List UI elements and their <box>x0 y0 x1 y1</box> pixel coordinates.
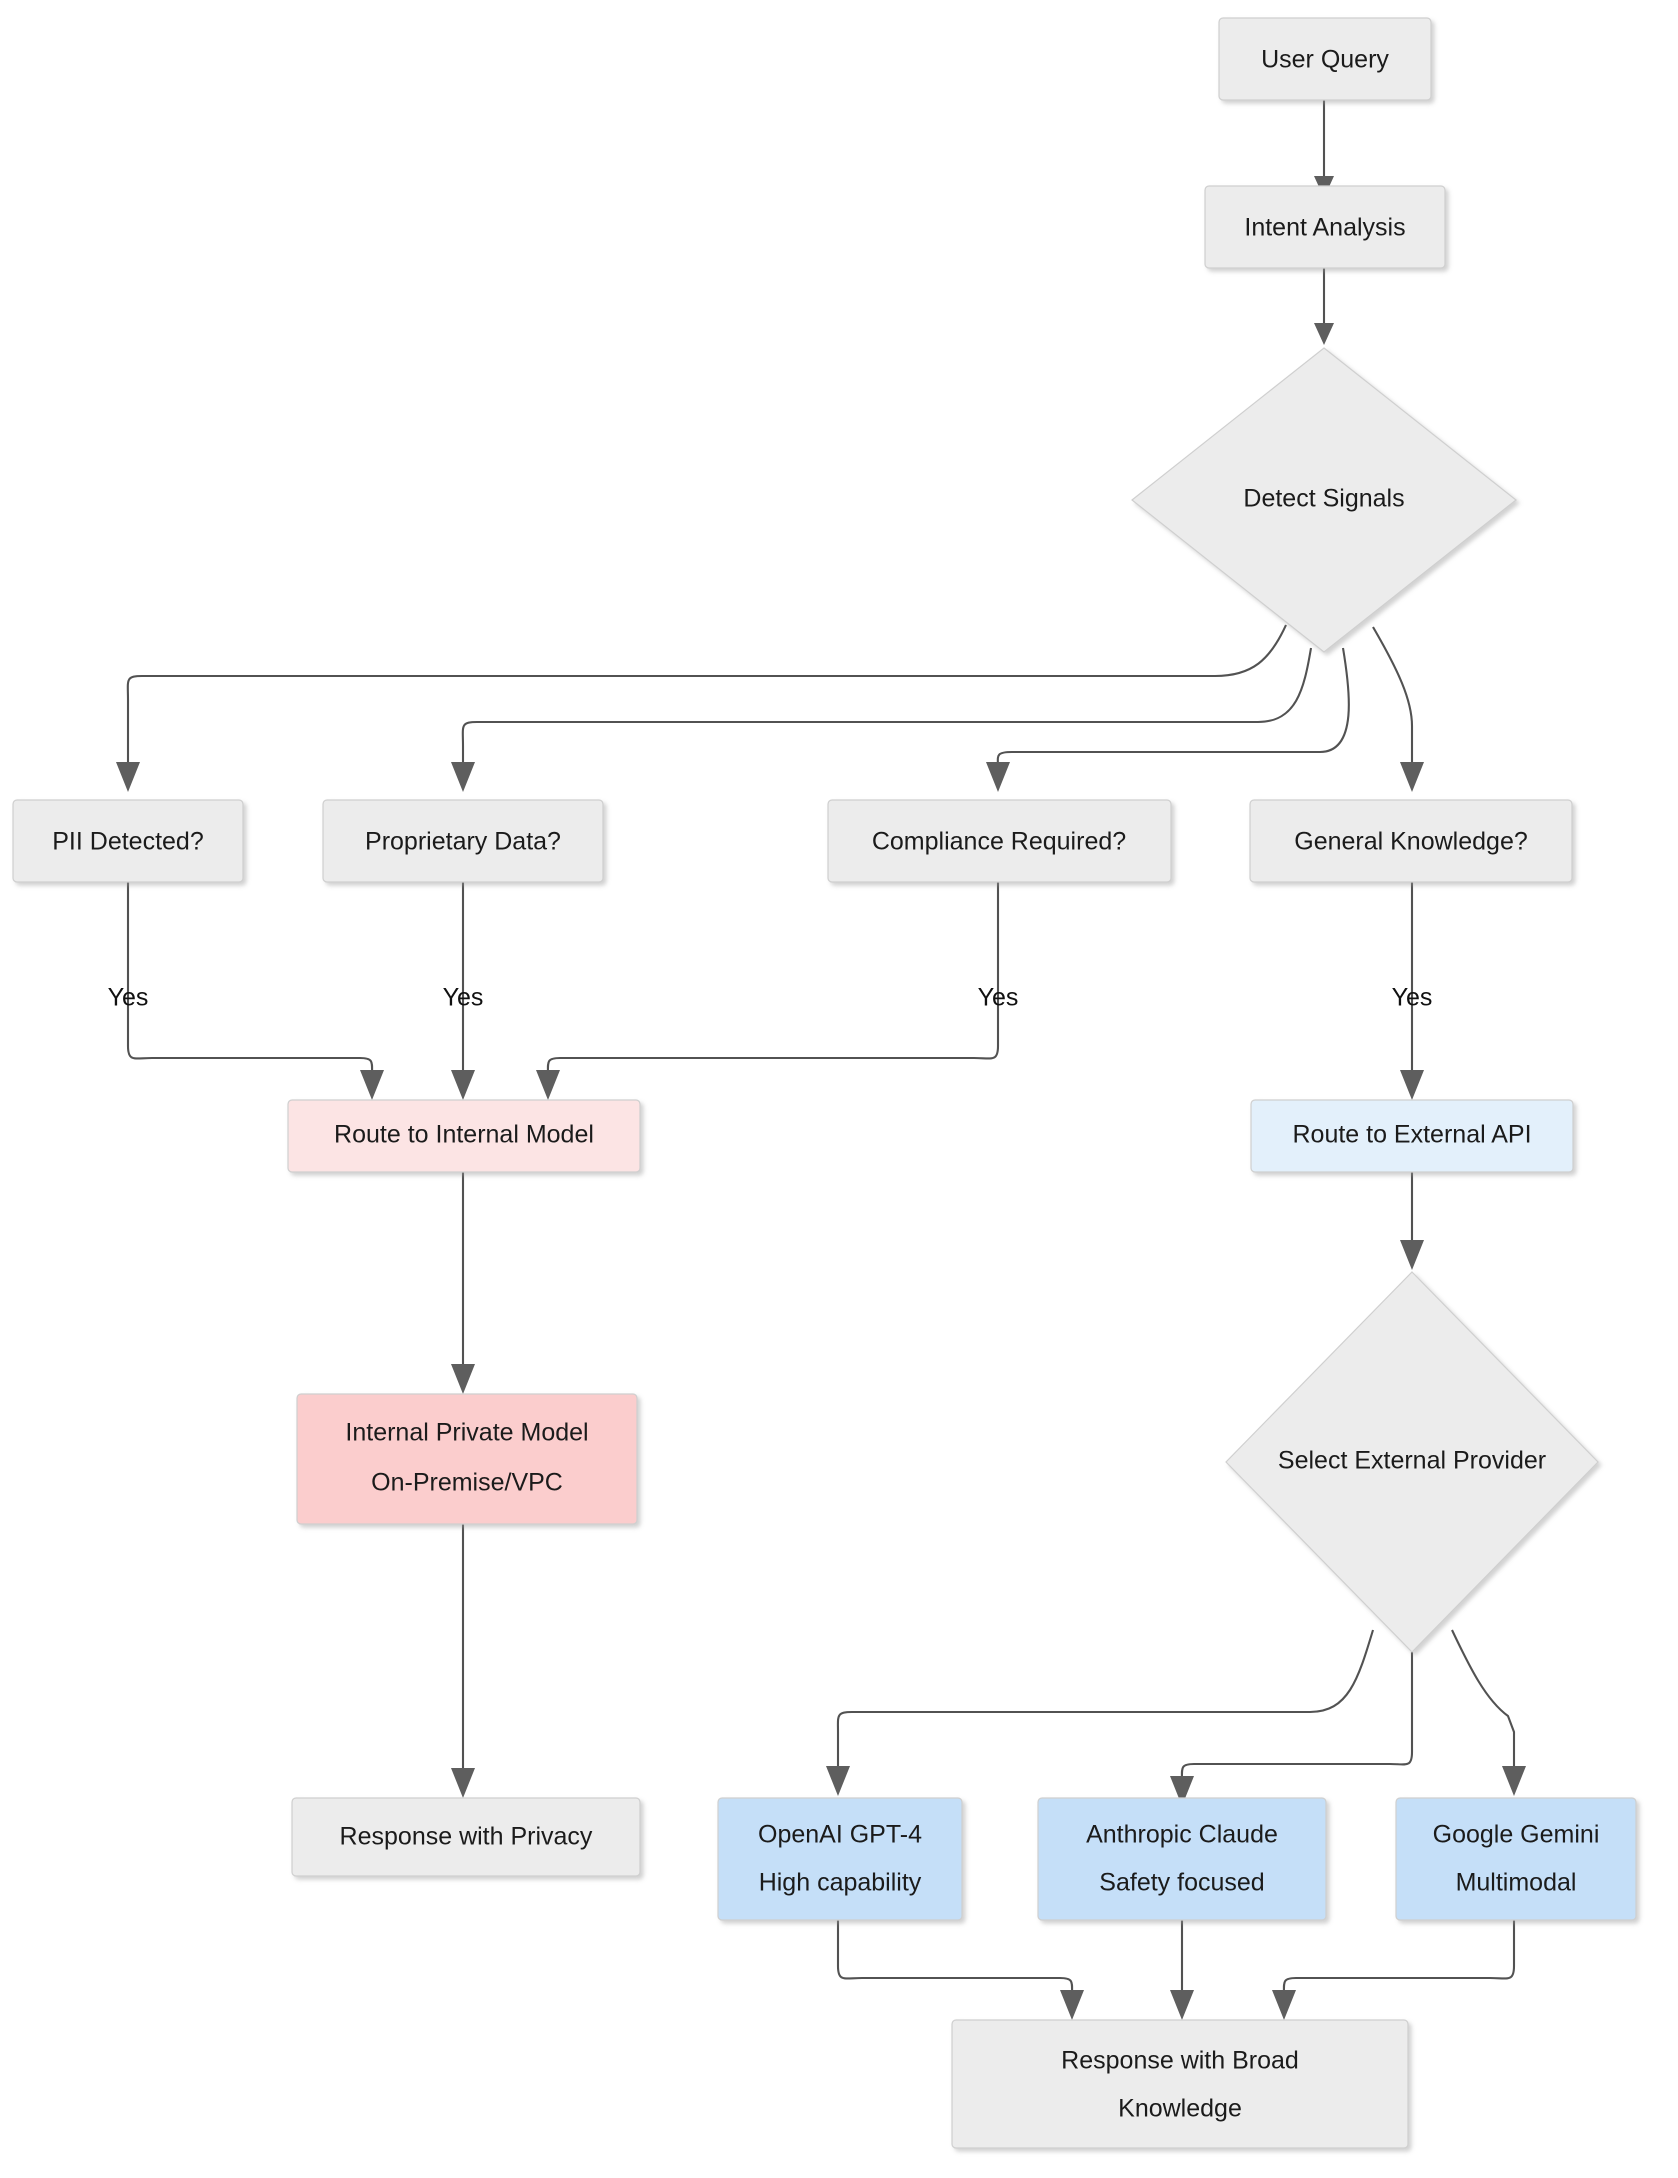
edge-select-provider-to-anthropic-claude <box>1170 1652 1414 1806</box>
edge-general-knowledge-to-route-external <box>1400 882 1424 1100</box>
node-proprietary-data[interactable]: Proprietary Data? <box>322 799 604 883</box>
edge-pii-detected-to-route-internal <box>126 882 384 1100</box>
node-route-internal-model[interactable]: Route to Internal Model <box>287 1099 641 1173</box>
edge-select-provider-to-google-gemini <box>1451 1629 1526 1796</box>
node-internal-private-model-label-line2: On-Premise/VPC <box>371 1469 563 1497</box>
node-pii-detected[interactable]: PII Detected? <box>12 799 244 883</box>
edge-openai-gpt4-to-response-broad <box>836 1920 1084 2020</box>
node-anthropic-claude-label-line2: Safety focused <box>1099 1869 1264 1897</box>
node-openai-gpt4[interactable]: OpenAI GPT-4 High capability <box>717 1797 963 1921</box>
edge-label-yes-pii: Yes <box>108 984 149 1012</box>
node-response-with-privacy-label: Response with Privacy <box>340 1823 593 1851</box>
node-layer: User Query Intent Analysis Detect Signal… <box>12 17 1637 2149</box>
node-google-gemini-label-line2: Multimodal <box>1456 1869 1577 1897</box>
edge-compliance-required-to-route-internal <box>536 882 1000 1100</box>
edge-label-yes-proprietary: Yes <box>443 984 484 1012</box>
node-google-gemini-label-line1: Google Gemini <box>1433 1821 1600 1849</box>
edge-proprietary-data-to-route-internal <box>451 882 475 1100</box>
node-response-broad-label-line2: Knowledge <box>1118 2095 1242 2123</box>
node-proprietary-data-label: Proprietary Data? <box>365 828 561 856</box>
node-openai-gpt4-label-line1: OpenAI GPT-4 <box>758 1821 922 1849</box>
node-compliance-required[interactable]: Compliance Required? <box>827 799 1172 883</box>
node-user-query-label: User Query <box>1261 46 1389 74</box>
node-openai-gpt4-label-line2: High capability <box>759 1869 922 1897</box>
node-anthropic-claude[interactable]: Anthropic Claude Safety focused <box>1037 1797 1327 1921</box>
edge-layer <box>116 100 1526 2020</box>
edge-route-external-to-select-provider <box>1400 1172 1424 1270</box>
node-anthropic-claude-label-line1: Anthropic Claude <box>1086 1821 1278 1849</box>
node-detect-signals[interactable]: Detect Signals <box>1131 347 1517 653</box>
edge-label-yes-general: Yes <box>1392 984 1433 1012</box>
node-route-internal-model-label: Route to Internal Model <box>334 1121 594 1149</box>
edge-detect-signals-to-pii-detected <box>116 624 1287 792</box>
edge-detect-signals-to-compliance-required <box>986 647 1350 792</box>
edge-select-provider-to-openai-gpt4 <box>826 1629 1375 1796</box>
edge-label-layer: Yes Yes Yes Yes <box>108 984 1433 1012</box>
node-compliance-required-label: Compliance Required? <box>872 828 1126 856</box>
node-route-external-api[interactable]: Route to External API <box>1250 1099 1574 1173</box>
node-intent-analysis[interactable]: Intent Analysis <box>1204 185 1446 269</box>
edge-internal-model-to-response-privacy <box>451 1524 475 1798</box>
node-internal-private-model[interactable]: Internal Private Model On-Premise/VPC <box>296 1393 638 1525</box>
node-route-external-api-label: Route to External API <box>1292 1121 1531 1149</box>
edge-route-internal-to-internal-model <box>451 1172 475 1394</box>
node-user-query[interactable]: User Query <box>1218 17 1432 101</box>
node-detect-signals-label: Detect Signals <box>1243 485 1404 513</box>
node-general-knowledge-label: General Knowledge? <box>1294 828 1528 856</box>
edge-anthropic-claude-to-response-broad <box>1170 1920 1194 2020</box>
node-response-with-broad-knowledge[interactable]: Response with Broad Knowledge <box>951 2019 1409 2149</box>
node-response-broad-label-line1: Response with Broad <box>1061 2047 1299 2075</box>
edge-user-query-to-intent-analysis <box>1314 100 1334 198</box>
node-internal-private-model-label-line1: Internal Private Model <box>345 1419 588 1447</box>
node-select-external-provider[interactable]: Select External Provider <box>1225 1271 1599 1653</box>
edge-detect-signals-to-proprietary-data <box>451 647 1313 792</box>
edge-label-yes-compliance: Yes <box>978 984 1019 1012</box>
node-general-knowledge[interactable]: General Knowledge? <box>1249 799 1573 883</box>
edge-google-gemini-to-response-broad <box>1272 1920 1516 2020</box>
edge-detect-signals-to-general-knowledge <box>1372 626 1424 792</box>
node-response-with-privacy[interactable]: Response with Privacy <box>291 1797 641 1877</box>
node-select-external-provider-label: Select External Provider <box>1278 1447 1546 1475</box>
node-google-gemini[interactable]: Google Gemini Multimodal <box>1395 1797 1637 1921</box>
edge-intent-analysis-to-detect-signals <box>1314 268 1334 345</box>
node-pii-detected-label: PII Detected? <box>52 828 203 856</box>
node-intent-analysis-label: Intent Analysis <box>1244 214 1405 242</box>
